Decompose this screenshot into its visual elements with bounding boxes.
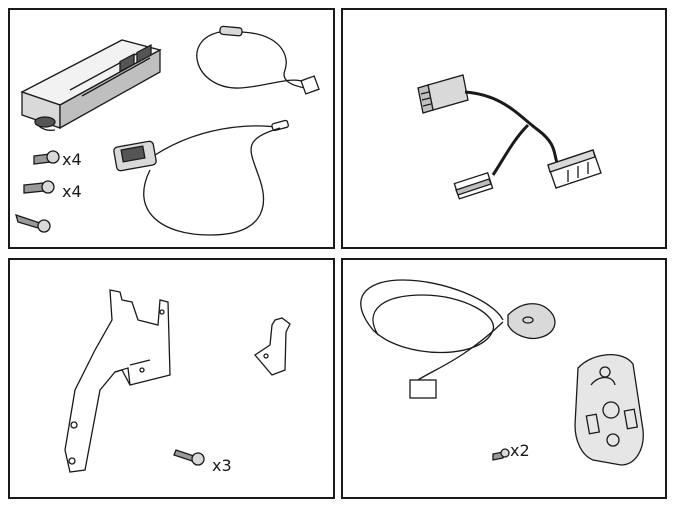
holder-icon [574,353,644,466]
panel-sensor-holder: x2 [341,258,667,499]
sensor-cable-icon [196,25,320,95]
panel-module-kit: x4 x4 [8,8,335,249]
module-kit-illustration [15,25,320,236]
wiring-harness-illustration [417,74,602,200]
sensor-holder-illustration [360,279,644,466]
screw-quantity: x4 [62,150,82,169]
clip-icon [254,317,291,376]
connector-cable-icon [113,119,289,236]
panel-mounting-bracket: x3 [8,258,335,499]
harness-large-connector-icon [547,149,602,189]
screw-quantity: x4 [62,182,82,201]
screw-quantity: x3 [212,456,232,475]
bracket-icon [64,289,171,473]
screw-icon [173,449,205,466]
screw-quantity: x2 [510,441,530,460]
panel-wiring-harness [341,8,667,249]
mounting-bracket-illustration [64,289,291,473]
sensor-pod-icon [507,303,556,340]
harness-main-connector-icon [417,74,469,114]
harness-small-connector-icon [453,172,494,200]
screw-icon [15,150,60,233]
sensor-cable-icon [360,279,504,399]
control-module-icon [20,39,162,131]
screw-icon [492,448,510,461]
